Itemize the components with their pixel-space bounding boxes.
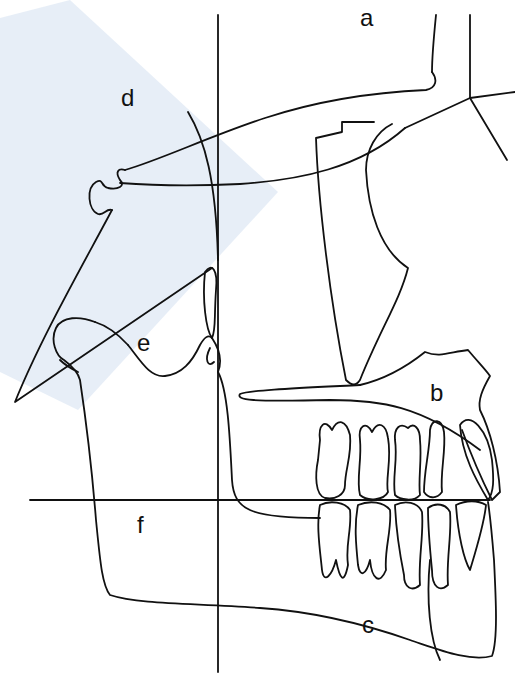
part-label: e xyxy=(137,331,150,355)
part-label: c xyxy=(362,613,374,637)
part-label: d xyxy=(121,86,134,110)
part-label: f xyxy=(137,513,144,537)
part-label: b xyxy=(430,381,443,405)
part-label: a xyxy=(360,6,373,30)
watermark xyxy=(0,0,278,410)
